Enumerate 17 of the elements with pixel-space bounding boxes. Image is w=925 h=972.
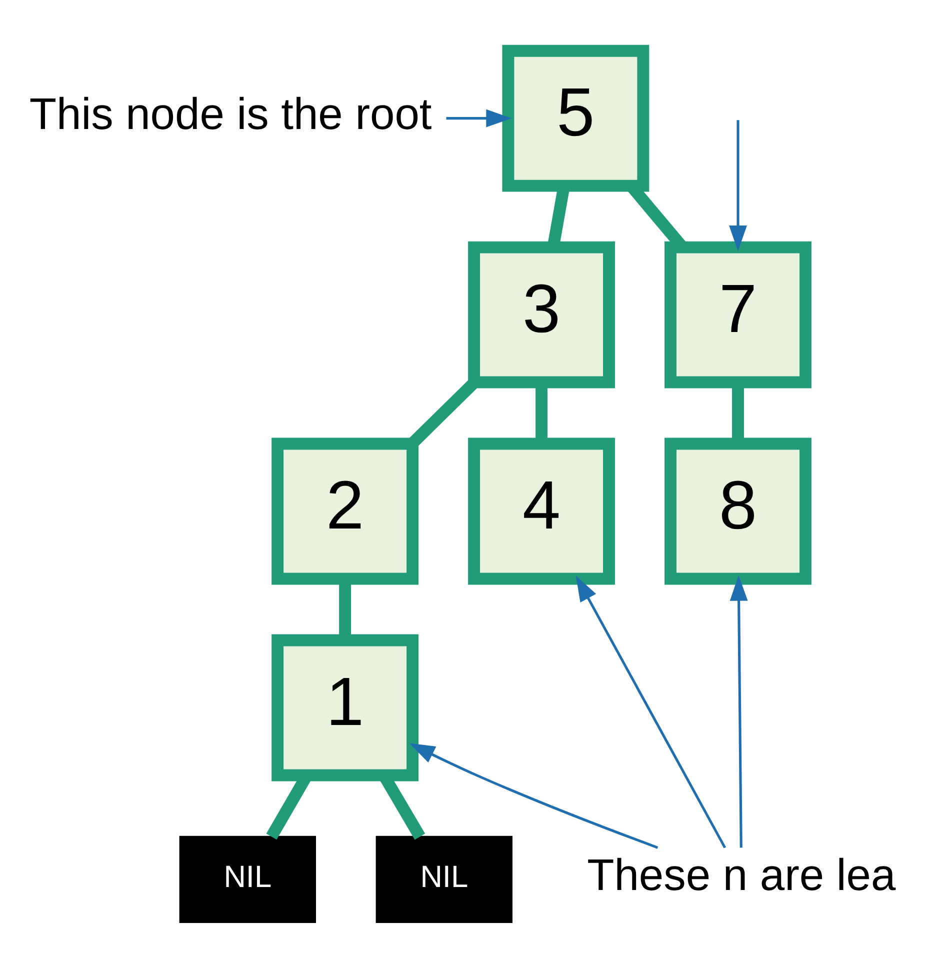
node-box: NIL [376, 835, 512, 923]
node-text: This node is the root [29, 90, 432, 139]
node-box: 3 [468, 240, 615, 388]
node-box: 1 [272, 634, 418, 781]
arrow [576, 575, 726, 848]
node-box: 7 [664, 240, 812, 388]
connector [408, 378, 479, 448]
arrow [730, 574, 748, 848]
arrow [446, 108, 512, 127]
node-box: NIL [179, 835, 316, 923]
arrow [729, 120, 747, 251]
node-box: 2 [272, 437, 418, 584]
arrow [409, 742, 658, 848]
node-box: 8 [664, 437, 812, 584]
node-box: 5 [502, 44, 650, 192]
node-text: These n are lea [587, 850, 896, 900]
node-box: 4 [468, 437, 615, 584]
